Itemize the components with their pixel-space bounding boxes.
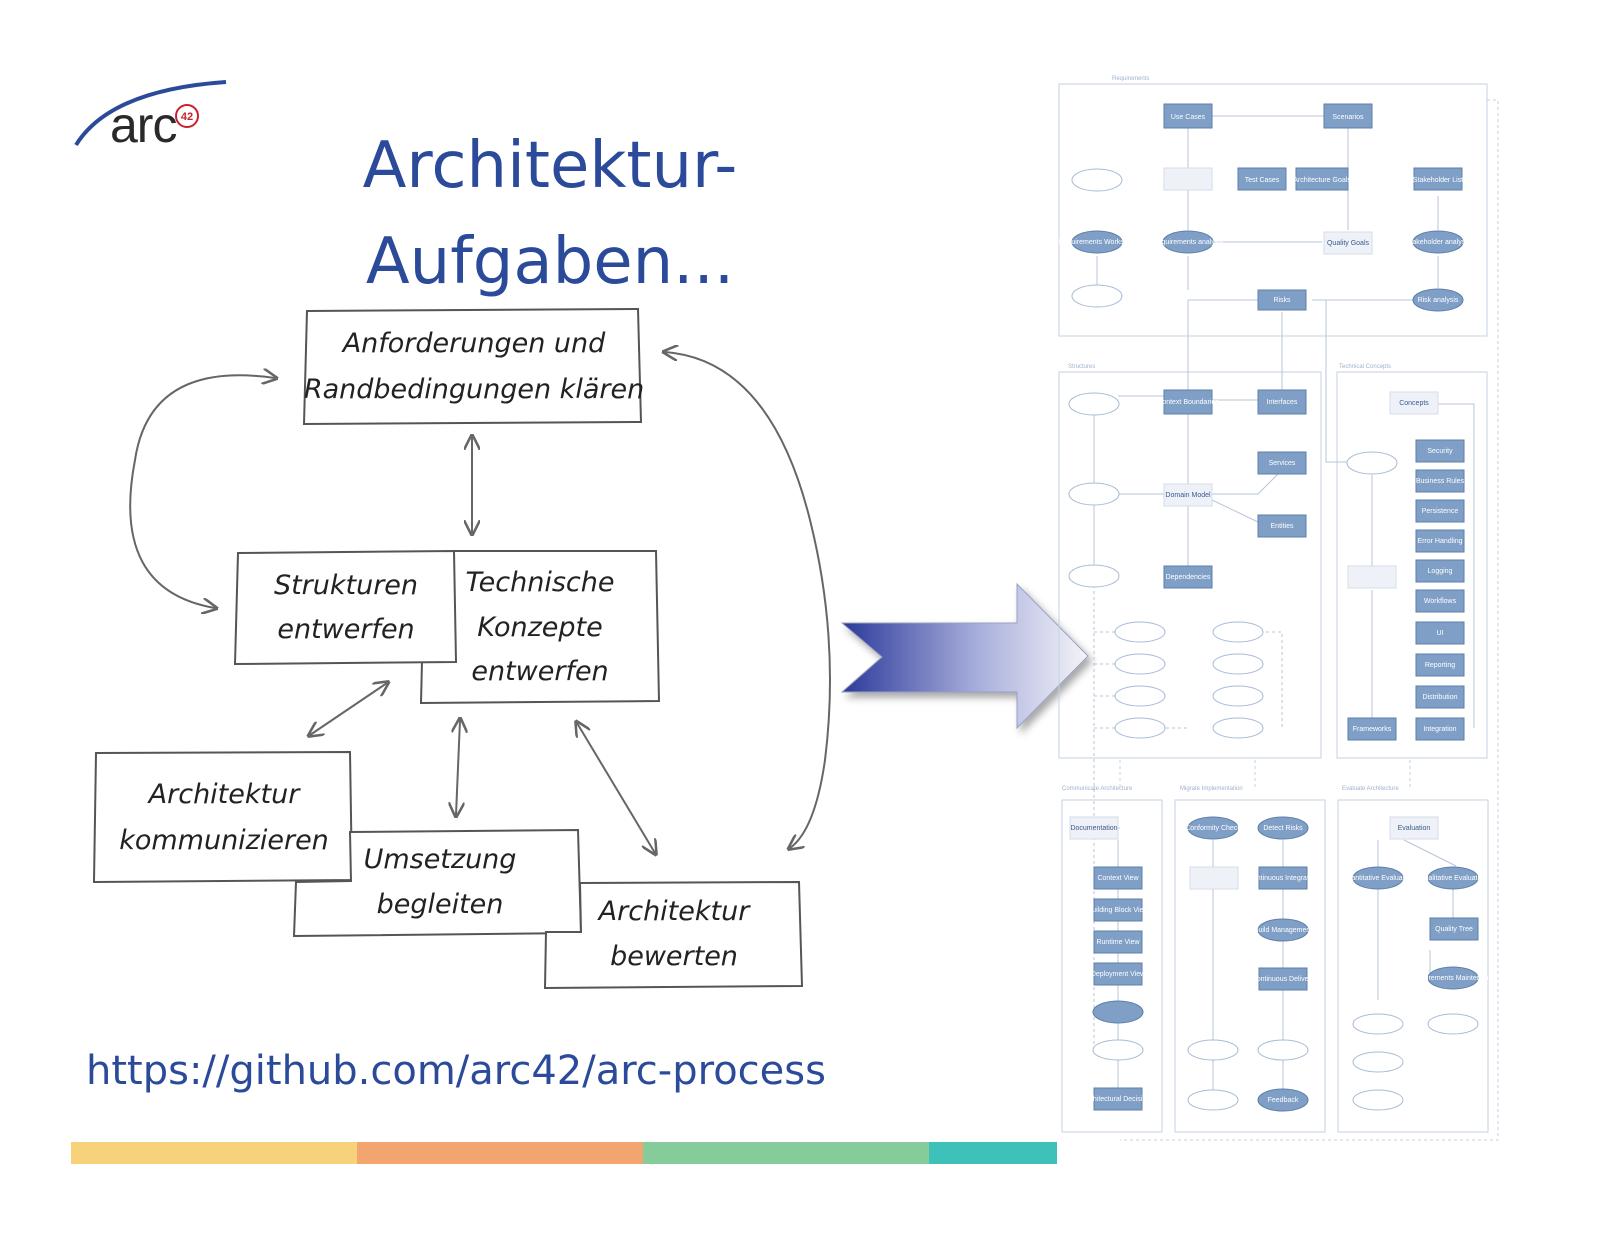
node-test-cases: Test Cases xyxy=(1245,177,1280,184)
logo-badge: 42 xyxy=(181,111,193,123)
node-concepts: Concepts xyxy=(1399,400,1429,407)
label-kommunizieren-2: kommunizieren xyxy=(119,825,329,856)
label-technische-2: Konzepte xyxy=(477,612,603,643)
panel-title-structures: Structures xyxy=(1068,364,1095,370)
node-error-handling: Error Handling xyxy=(1417,538,1462,545)
node-stakeholder-analysis: Stakeholder analysis xyxy=(1406,239,1471,246)
node-runtime-view: Runtime View xyxy=(1096,939,1140,946)
node-req-workshop: Requirements Workshop xyxy=(1059,239,1136,246)
node-quality-goals: Quality Goals xyxy=(1327,240,1370,247)
repo-url-link[interactable]: https://github.com/arc42/arc-process xyxy=(86,1048,826,1094)
node-detect-risks: Detect Risks xyxy=(1263,825,1303,832)
node-documentation: Documentation xyxy=(1070,825,1117,832)
node-interfaces: Interfaces xyxy=(1267,399,1298,406)
box-strukturen xyxy=(233,549,458,666)
label-strukturen-1: Strukturen xyxy=(274,570,418,601)
stripe-orange xyxy=(357,1142,643,1164)
node-build: Build Management xyxy=(1254,927,1312,934)
node-quality-tree: Quality Tree xyxy=(1435,926,1473,933)
panel-title-implementation: Migrate Implementation xyxy=(1180,786,1243,792)
node-domain-model: Domain Model xyxy=(1165,492,1211,499)
stripe-green xyxy=(643,1142,929,1164)
label-technische-3: entwerfen xyxy=(471,656,608,687)
node-use-cases: Use Cases xyxy=(1171,114,1206,121)
panel-title-technical: Technical Concepts xyxy=(1339,364,1391,370)
label-umsetzung-1: Umsetzung xyxy=(364,844,517,875)
logo-text: arc xyxy=(110,97,177,153)
node-risks: Risks xyxy=(1273,297,1291,304)
node-quant-eval: Quantitative Evaluation xyxy=(1342,875,1414,882)
label-bewerten-2: bewerten xyxy=(610,941,738,972)
node-context-view: Context View xyxy=(1097,875,1139,882)
title-line-2: Aufgaben... xyxy=(365,225,735,299)
arrow-zentrum-umsetzung xyxy=(456,720,460,815)
box-umsetzung xyxy=(292,828,583,938)
title-line-1: Architektur- xyxy=(362,129,738,203)
process-map xyxy=(1058,83,1499,1141)
label-umsetzung-2: begleiten xyxy=(377,889,504,920)
node-req-maint: Requirements Maintenance xyxy=(1410,975,1496,982)
node-context: Context Boundaries xyxy=(1157,399,1219,406)
arrow-anforderungen-bewerten-loop xyxy=(665,352,831,848)
node-evaluation: Evaluation xyxy=(1398,825,1431,832)
node-reporting: Reporting xyxy=(1425,662,1455,669)
node-security: Security xyxy=(1427,448,1453,455)
arrow-strukturen-kommunizieren xyxy=(310,683,387,735)
node-ci: Continuous Integration xyxy=(1248,875,1319,882)
arrow-technische-bewerten xyxy=(577,723,655,853)
node-business-rules: Business Rules xyxy=(1416,478,1465,485)
node-building-block: Building Block View xyxy=(1088,907,1150,914)
node-arch-goals: Architecture Goals xyxy=(1293,177,1351,184)
node-stakeholder-list: Stakeholder List xyxy=(1413,177,1463,184)
node-ui: UI xyxy=(1437,630,1444,637)
node-services: Services xyxy=(1269,460,1296,467)
arc42-logo: 42 xyxy=(74,80,227,147)
label-bewerten-1: Architektur xyxy=(597,896,752,927)
node-conformity: Conformity Check xyxy=(1185,825,1241,832)
box-kommunizieren xyxy=(92,750,354,884)
node-req-analysis: Requirements analysis xyxy=(1153,239,1224,246)
node-workflows: Workflows xyxy=(1424,598,1457,605)
box-anforderungen xyxy=(302,307,643,426)
page-title: Architektur- Aufgaben... xyxy=(330,118,770,310)
stripe-yellow xyxy=(71,1142,357,1164)
node-qual-eval: Qualitative Evaluation xyxy=(1419,875,1487,882)
panel-title-communicate: Communicate Architecture xyxy=(1062,786,1133,792)
label-kommunizieren-1: Architektur xyxy=(147,779,302,810)
label-anforderungen-2: Randbedingungen klären xyxy=(304,374,644,405)
stripe-teal xyxy=(929,1142,1057,1164)
node-dependencies: Dependencies xyxy=(1166,574,1211,581)
node-persistence: Persistence xyxy=(1422,508,1459,515)
node-logging: Logging xyxy=(1428,568,1453,575)
label-strukturen-2: entwerfen xyxy=(277,614,414,645)
label-anforderungen-1: Anforderungen und xyxy=(341,328,606,359)
node-deployment-view: Deployment View xyxy=(1091,971,1146,978)
arrow-anforderungen-strukturen-loop xyxy=(129,375,275,608)
node-scenarios: Scenarios xyxy=(1332,114,1364,121)
node-entities: Entities xyxy=(1271,523,1294,530)
node-distribution: Distribution xyxy=(1422,694,1457,701)
node-frameworks: Frameworks xyxy=(1353,726,1392,733)
node-risk-analysis: Risk analysis xyxy=(1418,297,1459,304)
big-right-arrow xyxy=(840,582,1089,730)
panel-title-requirements: Requirements xyxy=(1112,76,1149,82)
panel-title-evaluate: Evaluate Architecture xyxy=(1342,786,1399,792)
label-technische-1: Technische xyxy=(466,567,615,598)
node-integration: Integration xyxy=(1423,726,1456,733)
box-bewerten xyxy=(543,880,804,990)
node-arch-decisions: Architectural Decisions xyxy=(1082,1096,1154,1103)
node-feedback: Feedback xyxy=(1268,1097,1299,1104)
node-cd: Continuous Delivery xyxy=(1252,976,1315,983)
